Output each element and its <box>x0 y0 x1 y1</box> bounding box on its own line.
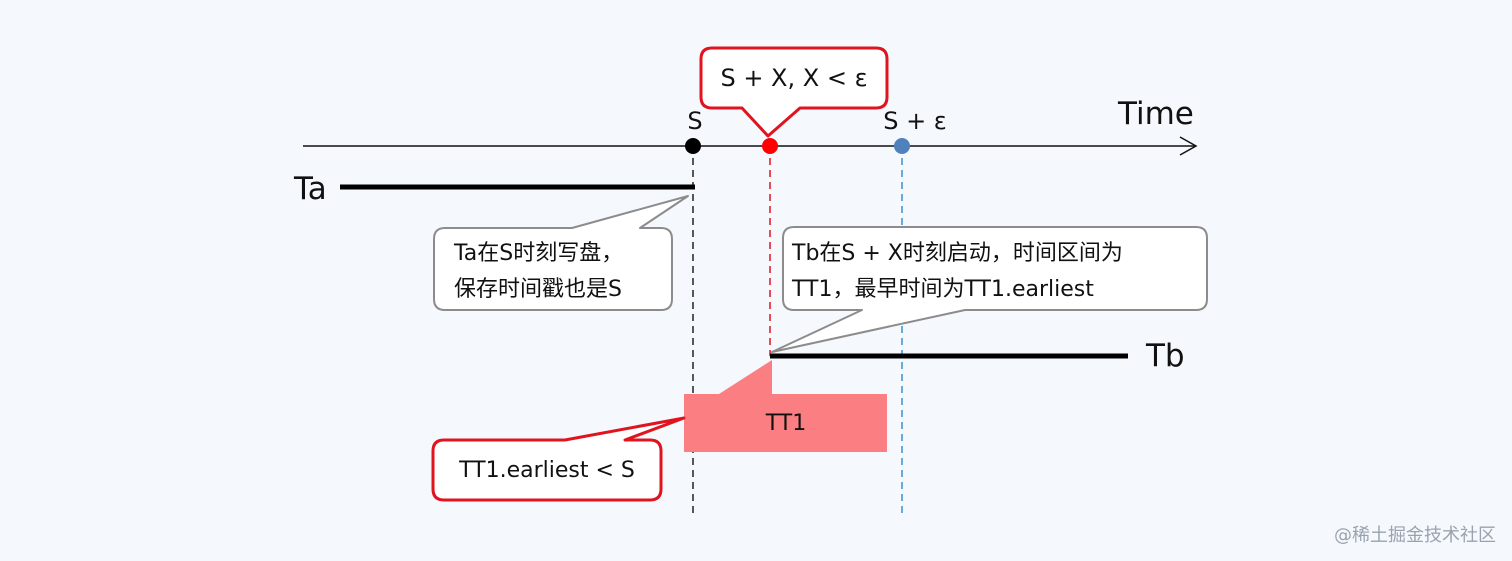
point-s-label: S <box>687 107 702 135</box>
point-sx <box>762 138 778 154</box>
earliest-callout-text: TT1.earliest < S <box>458 458 635 483</box>
point-se-label: S + ε <box>883 107 947 135</box>
ta-label: Ta <box>293 171 327 207</box>
time-axis-label: Time <box>1117 96 1194 132</box>
tb-label: Tb <box>1145 338 1185 374</box>
top-callout <box>699 46 889 138</box>
ta-note-callout <box>433 195 689 311</box>
tb-note-line-2: TT1，最早时间为TT1.earliest <box>791 277 1094 302</box>
ta-note-line-2: 保存时间戳也是S <box>454 277 622 302</box>
tt1-interval-box <box>684 394 887 452</box>
ta-note-line-1: Ta在S时刻写盘， <box>453 241 623 266</box>
time-axis-arrow-icon <box>1179 136 1198 156</box>
tt1-interval-pointer <box>719 360 772 394</box>
point-se <box>894 138 910 154</box>
tt1-interval-label: TT1 <box>765 411 807 436</box>
earliest-callout <box>431 416 686 502</box>
tb-note-line-1: Tb在S + X时刻启动，时间区间为 <box>791 241 1123 266</box>
tb-note-callout <box>771 226 1208 353</box>
watermark: @稀土掘金技术社区 <box>1334 525 1496 546</box>
point-s <box>685 138 701 154</box>
top-callout-text: S + X, X < ε <box>720 64 867 92</box>
